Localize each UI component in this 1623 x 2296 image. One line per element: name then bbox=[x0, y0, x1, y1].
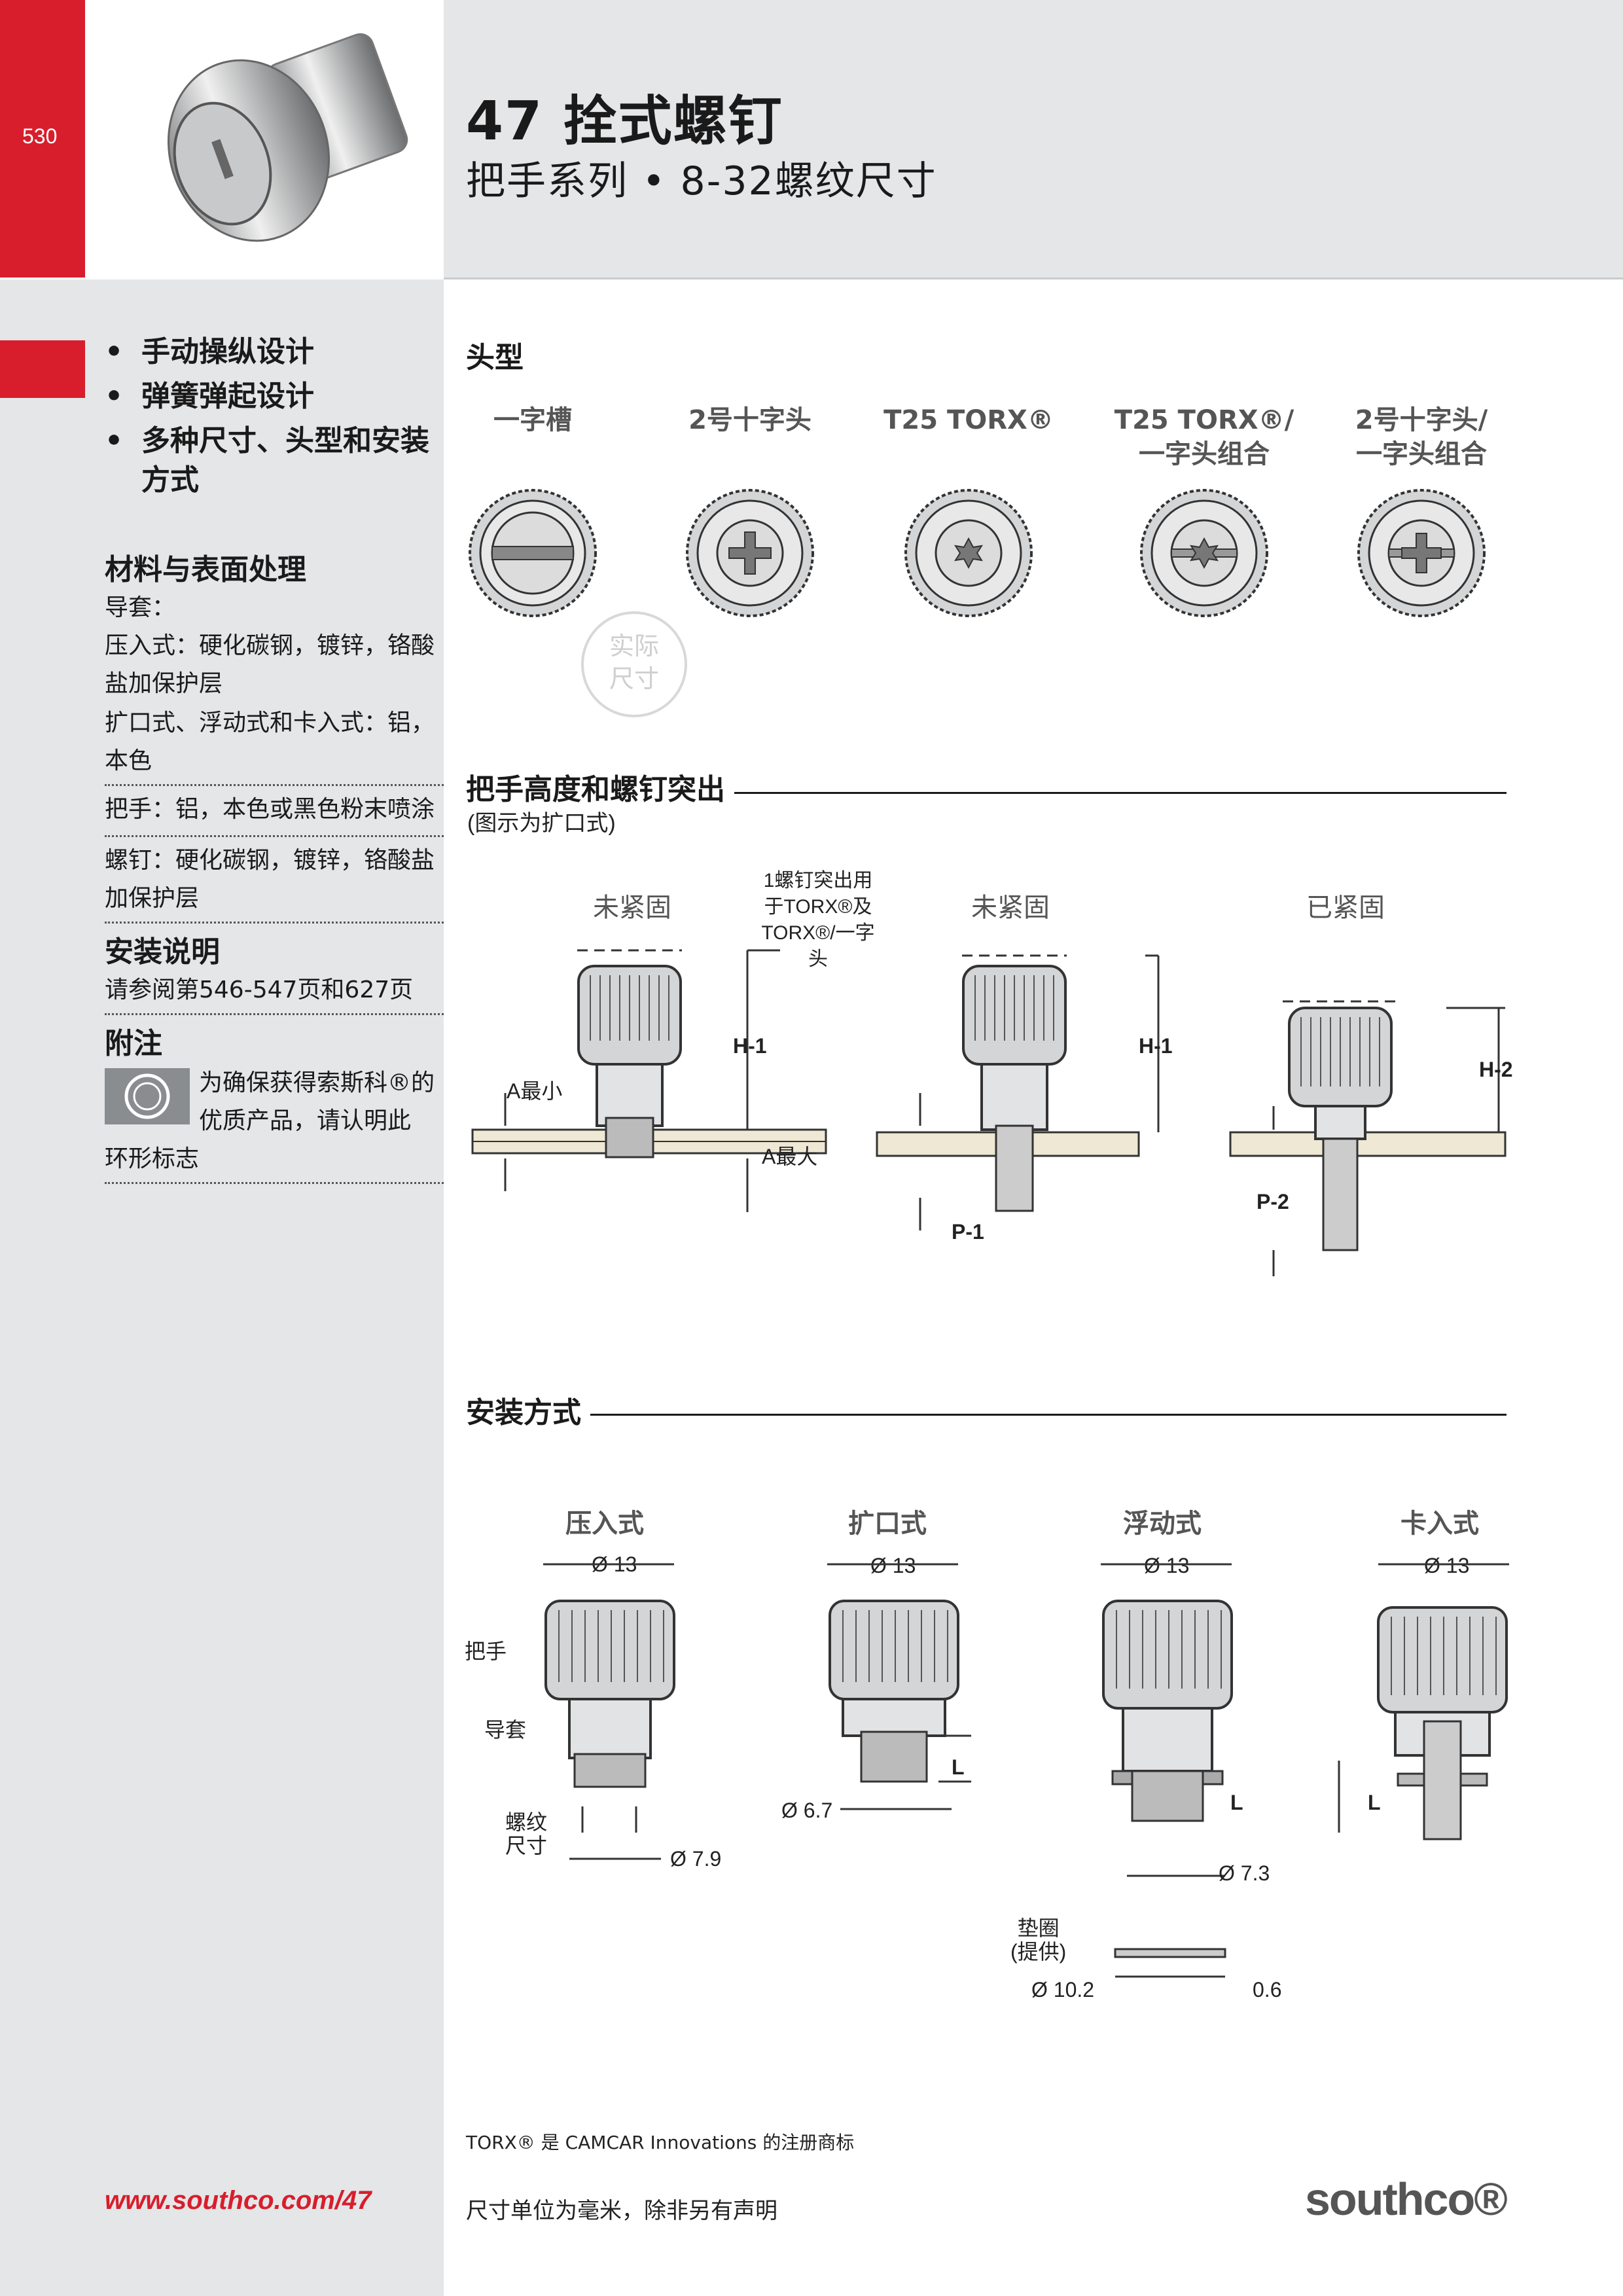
divider bbox=[105, 1182, 444, 1184]
actual-size-stamp: 实际尺寸 bbox=[581, 611, 687, 717]
dim-dia-13: Ø 13 bbox=[1424, 1554, 1470, 1577]
materials-heading: 材料与表面处理 bbox=[105, 553, 306, 586]
unfastened-diagram-2 bbox=[876, 954, 1160, 1230]
slotted-head-icon bbox=[469, 489, 597, 617]
dim-L: L bbox=[1230, 1791, 1243, 1814]
head-style-label: 一字槽 bbox=[493, 405, 572, 435]
phillips-head-icon bbox=[686, 489, 814, 617]
feature-item: •多种尺寸、头型和安装 bbox=[105, 424, 429, 457]
dim-a-min: A最小 bbox=[507, 1079, 563, 1103]
dim-L: L bbox=[1368, 1791, 1381, 1814]
handle-height-subheading: (图示为扩口式) bbox=[467, 811, 616, 836]
label-handle: 把手 bbox=[465, 1640, 507, 1663]
state-label: 未紧固 bbox=[593, 893, 671, 923]
ring-mark-icon bbox=[105, 1068, 190, 1124]
southco-logo: southco® bbox=[1305, 2174, 1508, 2225]
dim-dia-10-2: Ø 10.2 bbox=[1031, 1978, 1095, 2001]
materials-screw: 螺钉：硬化碳钢，镀锌，铬酸盐 bbox=[105, 847, 435, 874]
washer-diagram bbox=[1114, 1948, 1226, 1978]
torx-head-icon bbox=[904, 489, 1033, 617]
dim-dia-7-3: Ø 7.3 bbox=[1219, 1861, 1270, 1885]
dim-dia-7-9: Ø 7.9 bbox=[670, 1847, 722, 1871]
feature-item-cont: 方式 bbox=[141, 463, 199, 497]
mount-type-label: 扩口式 bbox=[848, 1509, 927, 1539]
head-style-label: T25 TORX® bbox=[883, 405, 1054, 435]
install-notes-heading: 安装说明 bbox=[105, 935, 220, 969]
mount-type-label: 压入式 bbox=[565, 1509, 644, 1539]
divider bbox=[105, 835, 444, 837]
dim-h1: H-1 bbox=[733, 1034, 767, 1058]
dim-h2: H-2 bbox=[1479, 1058, 1513, 1081]
dim-p2: P-2 bbox=[1257, 1190, 1289, 1213]
feature-item: •手动操纵设计 bbox=[105, 335, 314, 368]
product-photo bbox=[85, 0, 444, 278]
feature-item: •弹簧弹起设计 bbox=[105, 380, 314, 413]
state-label: 已紧固 bbox=[1306, 893, 1385, 923]
notes-line: 优质产品，请认明此 bbox=[199, 1107, 412, 1134]
flare-in-diagram bbox=[827, 1563, 971, 1810]
dim-dia-13: Ø 13 bbox=[870, 1554, 916, 1577]
materials-line: 本色 bbox=[105, 747, 152, 774]
dim-a-max: A最大 bbox=[762, 1145, 818, 1168]
sidebar-red-tab bbox=[0, 340, 85, 398]
dim-h1-b: H-1 bbox=[1139, 1034, 1173, 1058]
mount-type-label: 卡入式 bbox=[1400, 1509, 1479, 1539]
label-washer: 垫圈(提供) bbox=[1010, 1916, 1067, 1964]
snap-in-diagram bbox=[1338, 1563, 1509, 1840]
trademark-note: TORX® 是 CAMCAR Innovations 的注册商标 bbox=[466, 2132, 855, 2153]
label-ferrule: 导套 bbox=[484, 1718, 527, 1742]
page-number: 530 bbox=[22, 124, 58, 148]
state-label: 未紧固 bbox=[971, 893, 1050, 923]
install-notes-text: 请参阅第546-547页和627页 bbox=[105, 977, 414, 1003]
head-style-label: 2号十字头/一字头组合 bbox=[1355, 405, 1488, 469]
handle-height-heading: 把手高度和螺钉突出 bbox=[466, 766, 734, 808]
materials-handle: 把手：铝，本色或黑色粉末喷涂 bbox=[105, 796, 435, 823]
dim-dia-13: Ø 13 bbox=[1144, 1554, 1190, 1577]
website-link[interactable]: www.southco.com/47 bbox=[105, 2186, 372, 2215]
mounting-heading: 安装方式 bbox=[466, 1389, 590, 1431]
materials-line: 扩口式、浮动式和卡入式：铝， bbox=[105, 709, 435, 736]
section-rule bbox=[466, 1414, 1507, 1416]
dim-p1: P-1 bbox=[952, 1220, 984, 1244]
unfastened-diagram-1 bbox=[471, 949, 827, 1212]
materials-line: 压入式：硬化碳钢，镀锌，铬酸 bbox=[105, 632, 435, 659]
header-title-panel bbox=[444, 0, 1623, 278]
head-style-label: T25 TORX®/一字头组合 bbox=[1114, 405, 1294, 469]
header-red-band bbox=[0, 0, 85, 278]
divider bbox=[105, 1013, 444, 1015]
header-divider bbox=[444, 278, 1623, 279]
press-in-diagram bbox=[543, 1563, 675, 1860]
dim-dia-6-7: Ø 6.7 bbox=[781, 1799, 833, 1822]
page-subtitle: 把手系列 • 8-32螺纹尺寸 bbox=[466, 158, 937, 204]
dim-0-6: 0.6 bbox=[1253, 1978, 1282, 2001]
notes-heading: 附注 bbox=[105, 1027, 162, 1060]
head-style-label: 2号十字头 bbox=[688, 405, 812, 435]
page-title: 47 拴式螺钉 bbox=[466, 90, 783, 152]
head-styles-heading: 头型 bbox=[466, 334, 533, 376]
notes-line: 为确保获得索斯科®的 bbox=[199, 1069, 435, 1096]
phillips-slot-head-icon bbox=[1357, 489, 1486, 617]
section-rule bbox=[466, 792, 1507, 794]
sidebar bbox=[0, 279, 444, 2296]
fastened-diagram bbox=[1229, 1000, 1507, 1276]
divider bbox=[105, 784, 444, 786]
units-note: 尺寸单位为毫米，除非另有声明 bbox=[466, 2198, 777, 2224]
materials-line: 盐加保护层 bbox=[105, 670, 223, 697]
mount-type-label: 浮动式 bbox=[1123, 1509, 1202, 1539]
divider bbox=[105, 922, 444, 924]
notes-line: 环形标志 bbox=[105, 1145, 200, 1172]
materials-screw: 加保护层 bbox=[105, 885, 200, 912]
torx-slot-head-icon bbox=[1140, 489, 1268, 617]
label-thread-size: 螺纹尺寸 bbox=[505, 1810, 548, 1857]
materials-line: 导套： bbox=[105, 594, 176, 621]
dim-L: L bbox=[952, 1755, 965, 1779]
floating-diagram bbox=[1101, 1563, 1233, 1877]
